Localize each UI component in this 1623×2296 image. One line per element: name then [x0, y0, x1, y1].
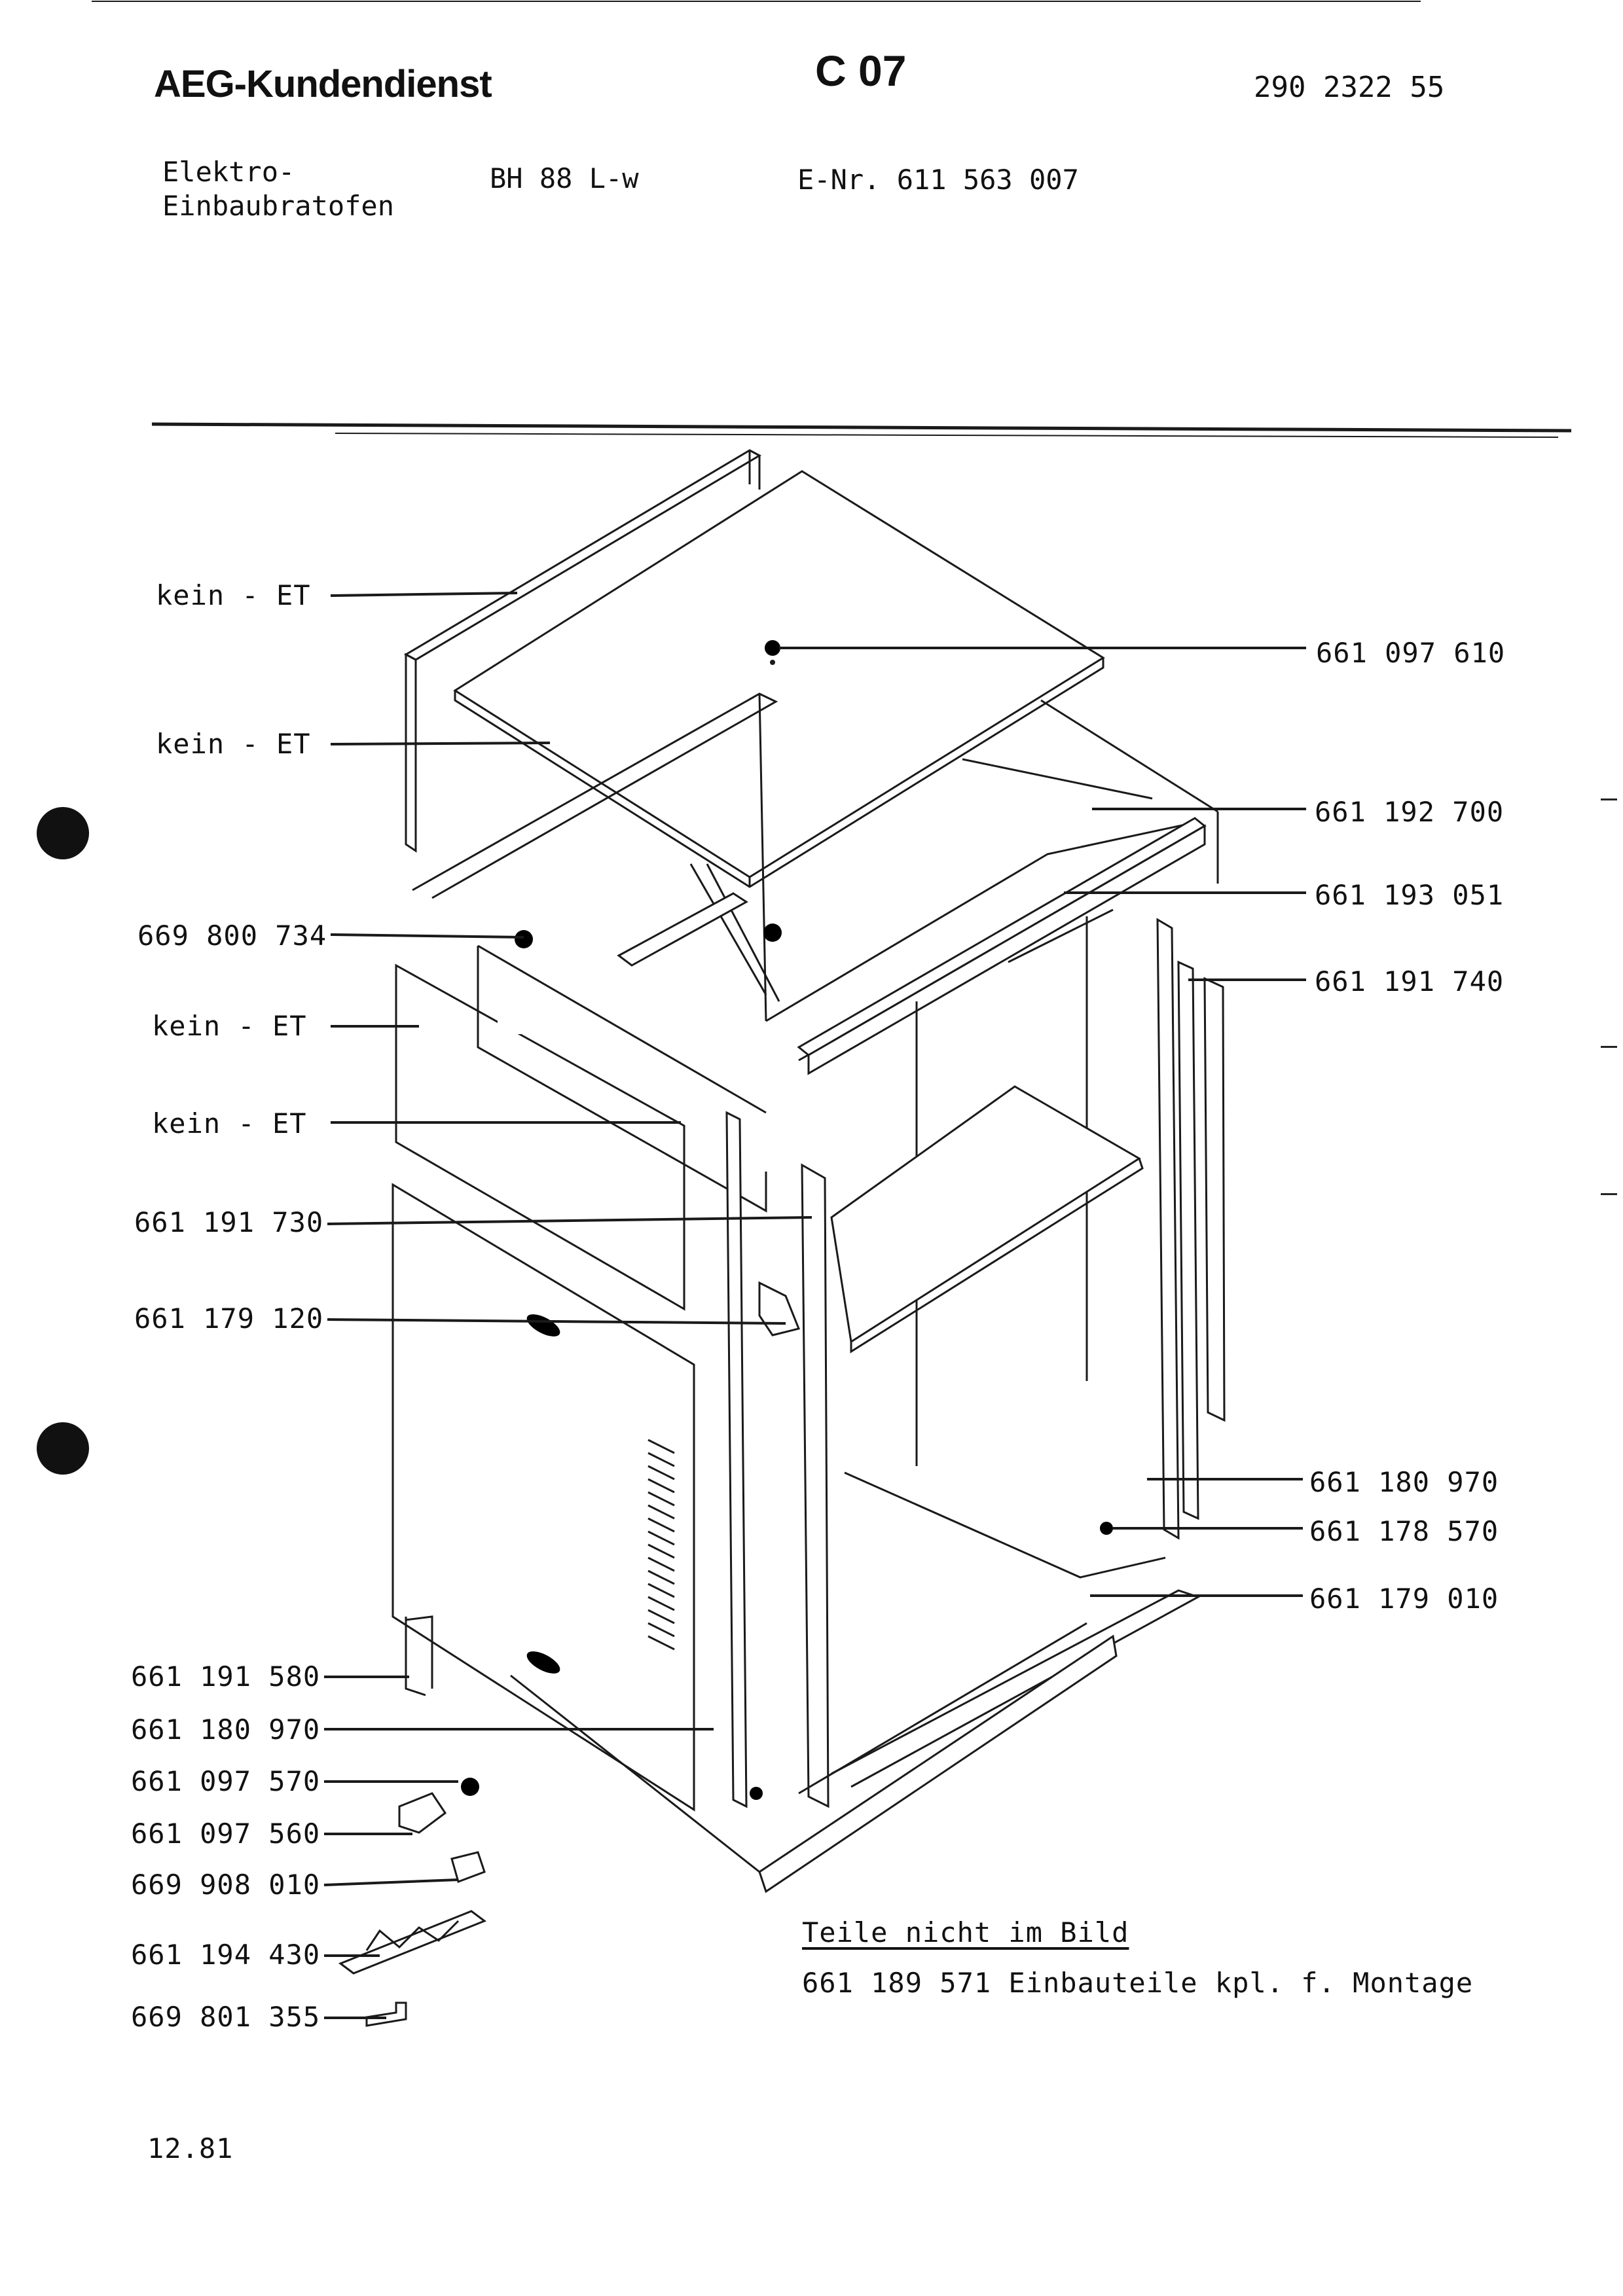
footer-date: 12.81	[147, 2132, 234, 2164]
punch-hole-bottom	[37, 1422, 89, 1475]
label-661-179-120: 661 179 120	[134, 1302, 324, 1335]
label-661-180-970-right: 661 180 970	[1309, 1466, 1499, 1498]
label-661-191-580: 661 191 580	[131, 1660, 321, 1693]
section-code: C 07	[815, 46, 907, 95]
label-kein-et-2: kein - ET	[156, 728, 311, 760]
middle-shelf	[830, 1085, 1144, 1354]
model-number: BH 88 L-w	[490, 162, 639, 194]
product-type-line1: Elektro-	[162, 156, 295, 188]
edge-mark	[1601, 1046, 1617, 1048]
label-661-178-570: 661 178 570	[1309, 1515, 1499, 1547]
label-661-192-700: 661 192 700	[1315, 796, 1504, 828]
leader-kein-et-2	[330, 742, 551, 745]
leader-661191730	[327, 1216, 812, 1225]
separator-rule-2	[335, 433, 1559, 438]
notes-title: Teile nicht im Bild	[802, 1916, 1129, 1948]
label-661-179-010: 661 179 010	[1309, 1583, 1499, 1615]
leader-kein-et-1	[330, 592, 518, 597]
label-661-191-730: 661 191 730	[134, 1206, 324, 1238]
e-number: E-Nr. 611 563 007	[797, 164, 1079, 196]
leader-669800734	[330, 933, 524, 939]
separator-rule	[151, 422, 1572, 433]
label-kein-et-3: kein - ET	[152, 1010, 307, 1042]
label-661-191-740: 661 191 740	[1315, 965, 1504, 997]
label-661-097-610: 661 097 610	[1316, 637, 1506, 669]
label-669-908-010: 669 908 010	[131, 1869, 321, 1901]
vent-slots	[647, 1439, 675, 1651]
rear-top-rail	[403, 449, 762, 853]
top-cover-plate	[453, 470, 1105, 888]
label-669-801-355: 669 801 355	[131, 2001, 321, 2033]
punch-hole-top	[37, 807, 89, 859]
side-lower-panel	[392, 1183, 695, 1812]
front-posts	[725, 916, 1226, 1808]
bracket-661179120	[758, 1281, 801, 1336]
edge-mark	[1601, 798, 1617, 800]
label-669-800-734: 669 800 734	[137, 920, 327, 952]
label-661-193-051: 661 193 051	[1315, 879, 1504, 911]
front-top-rail	[797, 817, 1207, 1075]
label-661-097-570: 661 097 570	[131, 1765, 321, 1797]
lower-frame	[405, 1471, 1201, 1893]
label-kein-et-4: kein - ET	[152, 1107, 307, 1139]
small-parts	[338, 924, 1147, 2027]
brand-title: AEG-Kundendienst	[154, 63, 492, 105]
notes-line-1: 661 189 571 Einbauteile kpl. f. Montage	[802, 1967, 1474, 1999]
label-kein-et-1: kein - ET	[156, 579, 311, 611]
label-661-097-560: 661 097 560	[131, 1818, 321, 1850]
product-type-line2: Einbaubratofen	[162, 190, 395, 222]
leader-661179120	[327, 1318, 786, 1325]
document-number: 290 2322 55	[1254, 71, 1445, 104]
label-661-180-970-left: 661 180 970	[131, 1713, 321, 1746]
side-inner-panel	[395, 944, 767, 1311]
label-661-194-430: 661 194 430	[131, 1939, 321, 1971]
edge-mark	[1601, 1193, 1617, 1195]
leader-669908010	[323, 1878, 459, 1886]
